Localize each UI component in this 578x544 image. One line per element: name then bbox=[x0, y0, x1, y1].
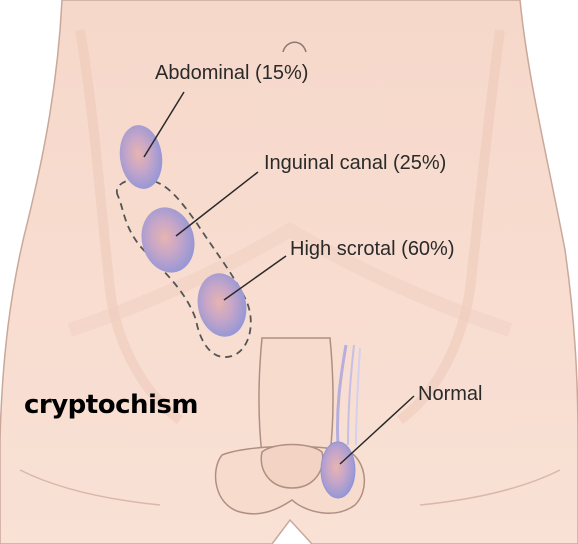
label-inguinal-canal: Inguinal canal (25%) bbox=[264, 152, 446, 175]
label-normal: Normal bbox=[418, 383, 482, 406]
diagram-title: cryptochism bbox=[24, 390, 198, 420]
penis-shaft bbox=[259, 338, 333, 455]
label-abdominal: Abdominal (15%) bbox=[155, 62, 308, 85]
testis-normal bbox=[321, 442, 355, 498]
label-high-scrotal: High scrotal (60%) bbox=[290, 238, 455, 261]
